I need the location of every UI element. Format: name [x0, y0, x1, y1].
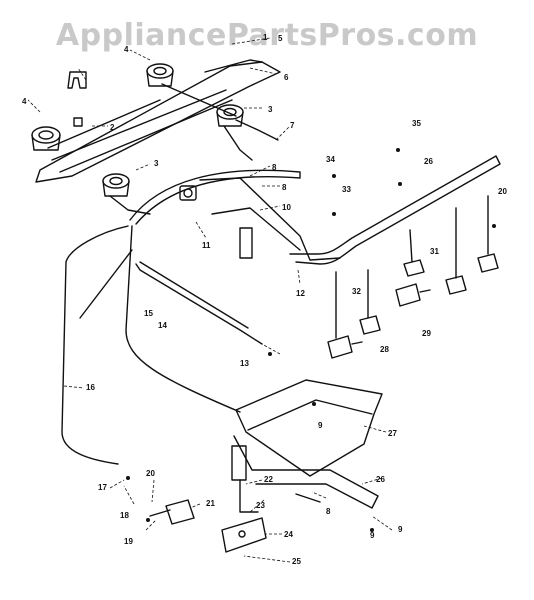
part-label-20-right: 20	[498, 187, 507, 196]
leader-lines	[27, 37, 393, 563]
manifold-main	[289, 155, 501, 265]
tube-15	[135, 263, 263, 345]
part-label-4-top: 4	[124, 45, 129, 54]
burner-head-left-rear	[31, 126, 61, 151]
burner-head-right-front	[216, 104, 244, 127]
wire-drops	[335, 195, 489, 339]
tube-16-inner	[79, 249, 133, 319]
part-label-16: 16	[86, 383, 95, 392]
part-label-17: 17	[98, 483, 107, 492]
venturi-tube-a	[235, 119, 279, 141]
part-label-14: 14	[158, 321, 167, 330]
part-label-21: 21	[206, 499, 215, 508]
ignitor-28	[327, 335, 363, 359]
valve-21	[149, 499, 195, 525]
gas-manifold-pipe	[129, 169, 301, 225]
part-label-5: 5	[278, 34, 283, 43]
part-label-13: 13	[240, 359, 249, 368]
part-label-25: 25	[292, 557, 301, 566]
part-label-4-left: 4	[22, 97, 27, 106]
bracket-10	[239, 227, 253, 259]
part-label-19: 19	[124, 537, 133, 546]
part-label-33: 33	[342, 185, 351, 194]
ignitor-30b	[477, 253, 499, 273]
burner-head-right-rear	[146, 63, 174, 87]
clip-part	[67, 71, 87, 89]
orifice-part	[73, 117, 83, 127]
bracket-23	[239, 479, 259, 513]
manifold-rail-back	[51, 89, 227, 161]
part-label-15: 15	[144, 309, 153, 318]
part-label-34: 34	[326, 155, 335, 164]
ignitor-29	[395, 283, 431, 307]
part-label-26-upper: 26	[424, 157, 433, 166]
part-label-23: 23	[256, 501, 265, 510]
part-label-8-lower: 8	[326, 507, 331, 516]
part-label-27: 27	[388, 429, 397, 438]
ignitor-32	[359, 315, 381, 335]
part-label-18: 18	[120, 511, 129, 520]
part-label-9-bottom: 9	[370, 531, 375, 540]
part-label-24: 24	[284, 530, 293, 539]
part-label-12: 12	[296, 289, 305, 298]
watermark: AppliancePartsPros.com	[55, 18, 479, 53]
part-label-7: 7	[290, 121, 295, 130]
tube-10	[211, 207, 301, 251]
part-label-11: 11	[202, 241, 211, 250]
part-label-1: 1	[263, 33, 268, 42]
part-label-20-lower: 20	[146, 469, 155, 478]
part-label-3-lower: 3	[154, 159, 159, 168]
venturi-tube-b	[223, 125, 253, 161]
fastener-dots	[126, 148, 496, 532]
venturi-tube-c	[109, 195, 151, 215]
thermostat-24	[221, 517, 267, 553]
burner-head-left-front	[102, 173, 130, 197]
part-label-10: 10	[282, 203, 291, 212]
heat-shield	[235, 379, 383, 477]
part-label-3-upper: 3	[268, 105, 273, 114]
part-label-26-lower: 26	[376, 475, 385, 484]
part-label-31: 31	[430, 247, 439, 256]
tube-16	[61, 225, 129, 465]
part-label-8-mid: 8	[282, 183, 287, 192]
oven-burner-tube	[233, 435, 379, 509]
manifold-rail-front	[59, 99, 233, 173]
tube-14	[125, 225, 241, 413]
bracket-22	[231, 445, 247, 481]
part-label-6: 6	[284, 73, 289, 82]
part-label-32: 32	[352, 287, 361, 296]
part-label-2: 2	[110, 123, 115, 132]
gas-manifold-bend	[199, 177, 341, 261]
part-label-29: 29	[422, 329, 431, 338]
part-label-35: 35	[412, 119, 421, 128]
tube-15-b	[139, 261, 249, 329]
bolt-9-lower	[295, 493, 321, 503]
part-number-labels: 1 5 6 4 4 2 3 7 3 8 8 10 11 12 13 14 15 …	[22, 33, 507, 566]
burner-tube-left	[47, 99, 161, 149]
part-label-9-lower-right: 9	[398, 525, 403, 534]
part-label-9-shield: 9	[318, 421, 323, 430]
part-label-22: 22	[264, 475, 273, 484]
bracket-flange	[204, 59, 263, 73]
part-label-8-upper: 8	[272, 163, 277, 172]
ignitor-31	[403, 259, 425, 277]
heat-shield-fold	[247, 399, 373, 431]
part-label-28: 28	[380, 345, 389, 354]
